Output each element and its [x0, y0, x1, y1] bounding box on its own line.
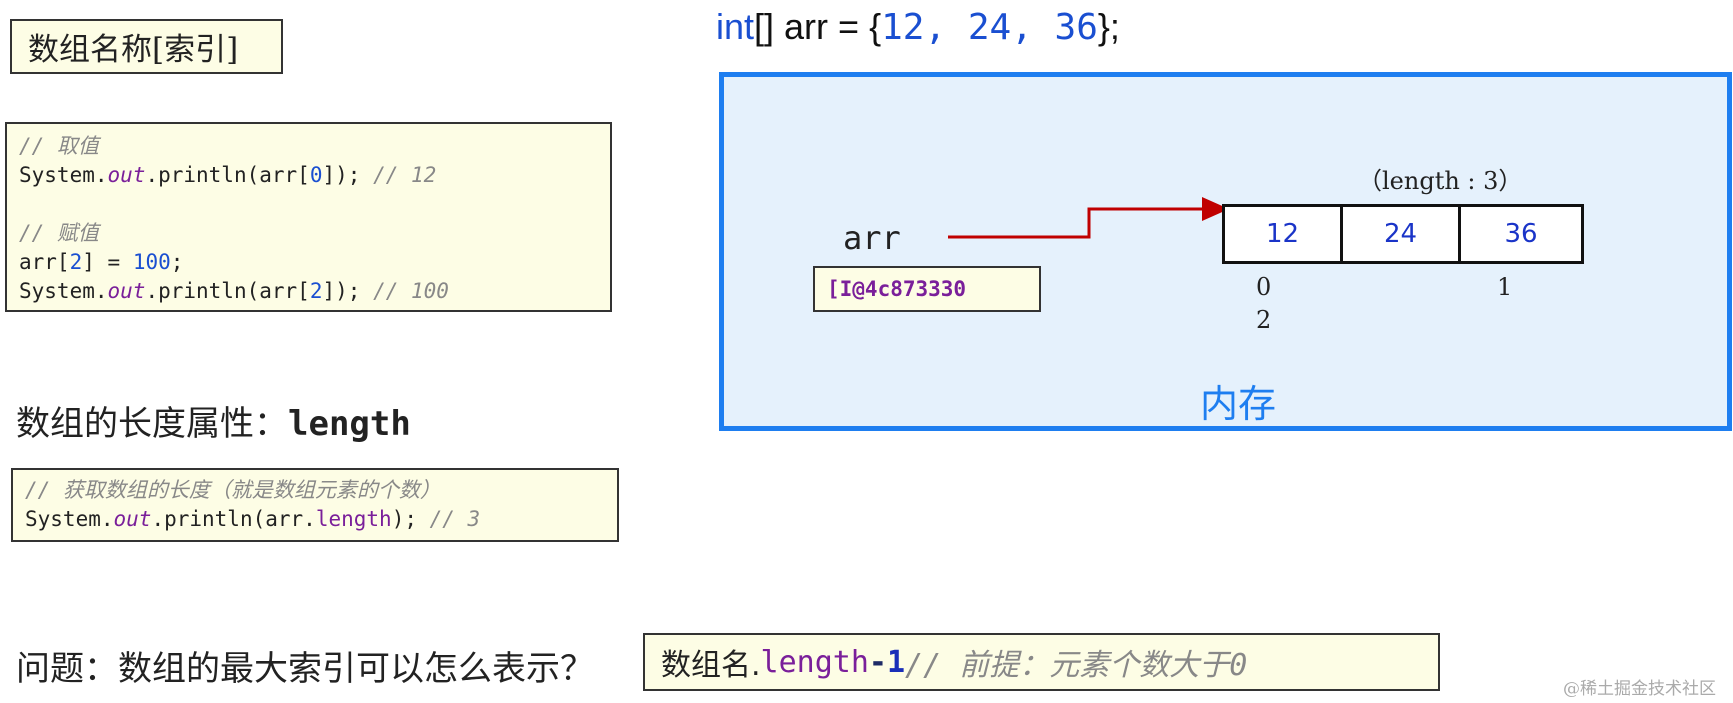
question-text: 问题：数组的最大索引可以怎么表示？: [16, 649, 594, 689]
index-label: 0: [1256, 273, 1272, 301]
index-label: 2: [1256, 306, 1272, 334]
array-cell: 12: [1225, 207, 1343, 261]
answer-box: 数组名. length - 1 // 前提：元素个数大于0: [643, 633, 1440, 691]
arr-address-box: [I@4c873330: [813, 266, 1041, 312]
comment-get: // 取值: [19, 134, 99, 158]
comment-set: // 赋值: [19, 221, 99, 245]
array-cells: 12 24 36: [1222, 204, 1584, 264]
code-line-length: System.out.println(arr.length); // 3: [25, 507, 481, 531]
array-cell: 24: [1343, 207, 1461, 261]
arr-variable-label: arr: [843, 219, 901, 257]
array-access-syntax-box: 数组名称[索引]: [10, 19, 283, 74]
length-heading: 数组的长度属性：length: [16, 404, 411, 444]
index-label: 1: [1497, 273, 1513, 301]
memory-label: 内存: [1200, 382, 1277, 426]
length-note: （length : 3）: [1358, 167, 1523, 195]
array-cell: 36: [1504, 219, 1538, 249]
array-access-syntax: 数组名称[索引]: [28, 32, 239, 68]
array-declaration: int[] arr = {12, 24, 36};: [716, 6, 1120, 48]
code-line-assign: arr[2] = 100;: [19, 250, 184, 274]
code-line-print: System.out.println(arr[2]); // 100: [19, 279, 449, 303]
comment-length: // 获取数组的长度（就是数组元素的个数）: [25, 478, 441, 502]
get-set-code-block: // 取值 System.out.println(arr[0]); // 12 …: [5, 122, 612, 312]
length-code-block: // 获取数组的长度（就是数组元素的个数） System.out.println…: [11, 468, 619, 542]
watermark: @稀土掘金技术社区: [1563, 679, 1716, 699]
code-line-get: System.out.println(arr[0]); // 12: [19, 163, 437, 187]
